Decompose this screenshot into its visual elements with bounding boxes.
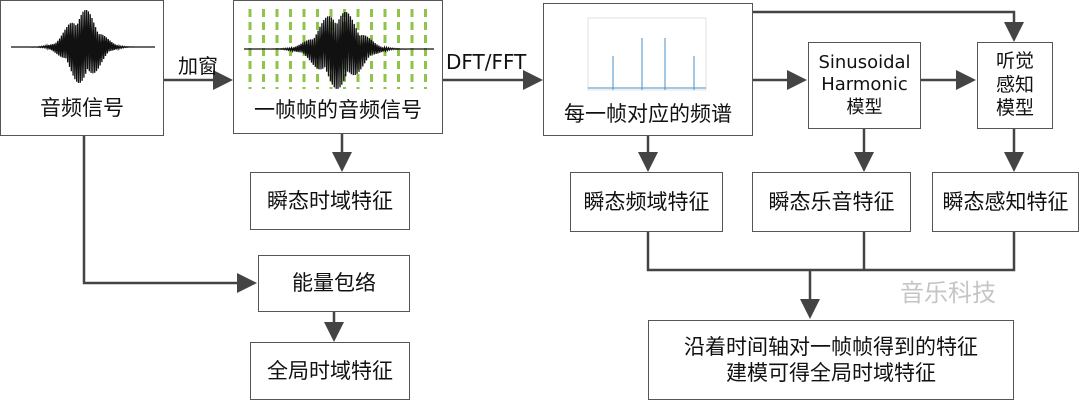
label-line: 模型 <box>846 96 883 118</box>
waveform-icon <box>11 9 155 84</box>
node-spectrum: 每一帧对应的频谱 <box>543 3 753 136</box>
label-line: Sinusoidal <box>818 51 911 73</box>
edge-label-dft: DFT/FFT <box>446 50 527 74</box>
arrow-audio-energy <box>82 135 257 293</box>
node-transient-music: 瞬态乐音特征 <box>752 172 911 232</box>
label-line: 感知 <box>995 73 1034 96</box>
node-label: 一帧帧的音频信号 <box>254 97 422 122</box>
label-line: 模型 <box>995 97 1034 120</box>
arrow-spectrum-perceptual <box>752 10 1024 42</box>
node-global-time: 全局时域特征 <box>250 342 410 400</box>
framed-waveform-icon <box>244 9 434 89</box>
node-final-model: 沿着时间轴对一帧帧得到的特征建模可得全局时域特征 <box>648 320 1014 400</box>
label-line: 建模可得全局时域特征 <box>726 361 936 385</box>
label-line: 沿着时间轴对一帧帧得到的特征 <box>684 334 978 359</box>
node-audio-signal: 音频信号 <box>0 0 164 136</box>
spectrum-plot-icon <box>587 17 707 91</box>
label-line: 听觉 <box>995 49 1034 72</box>
merge-line <box>646 232 1016 272</box>
node-perceptual-model: 听觉感知模型 <box>977 42 1053 129</box>
node-label: 音频信号 <box>40 95 124 120</box>
node-label: 每一帧对应的频谱 <box>564 101 732 126</box>
edge-label-windowing: 加窗 <box>178 54 218 78</box>
node-transient-freq: 瞬态频域特征 <box>570 172 723 232</box>
node-transient-time: 瞬态时域特征 <box>250 172 410 230</box>
label-line: Harmonic <box>821 74 908 96</box>
watermark: 音乐科技 <box>900 279 996 307</box>
node-energy-envelope: 能量包络 <box>258 255 410 312</box>
node-framed-signal: 一帧帧的音频信号 <box>233 0 443 134</box>
node-transient-perceptual: 瞬态感知特征 <box>932 172 1079 232</box>
